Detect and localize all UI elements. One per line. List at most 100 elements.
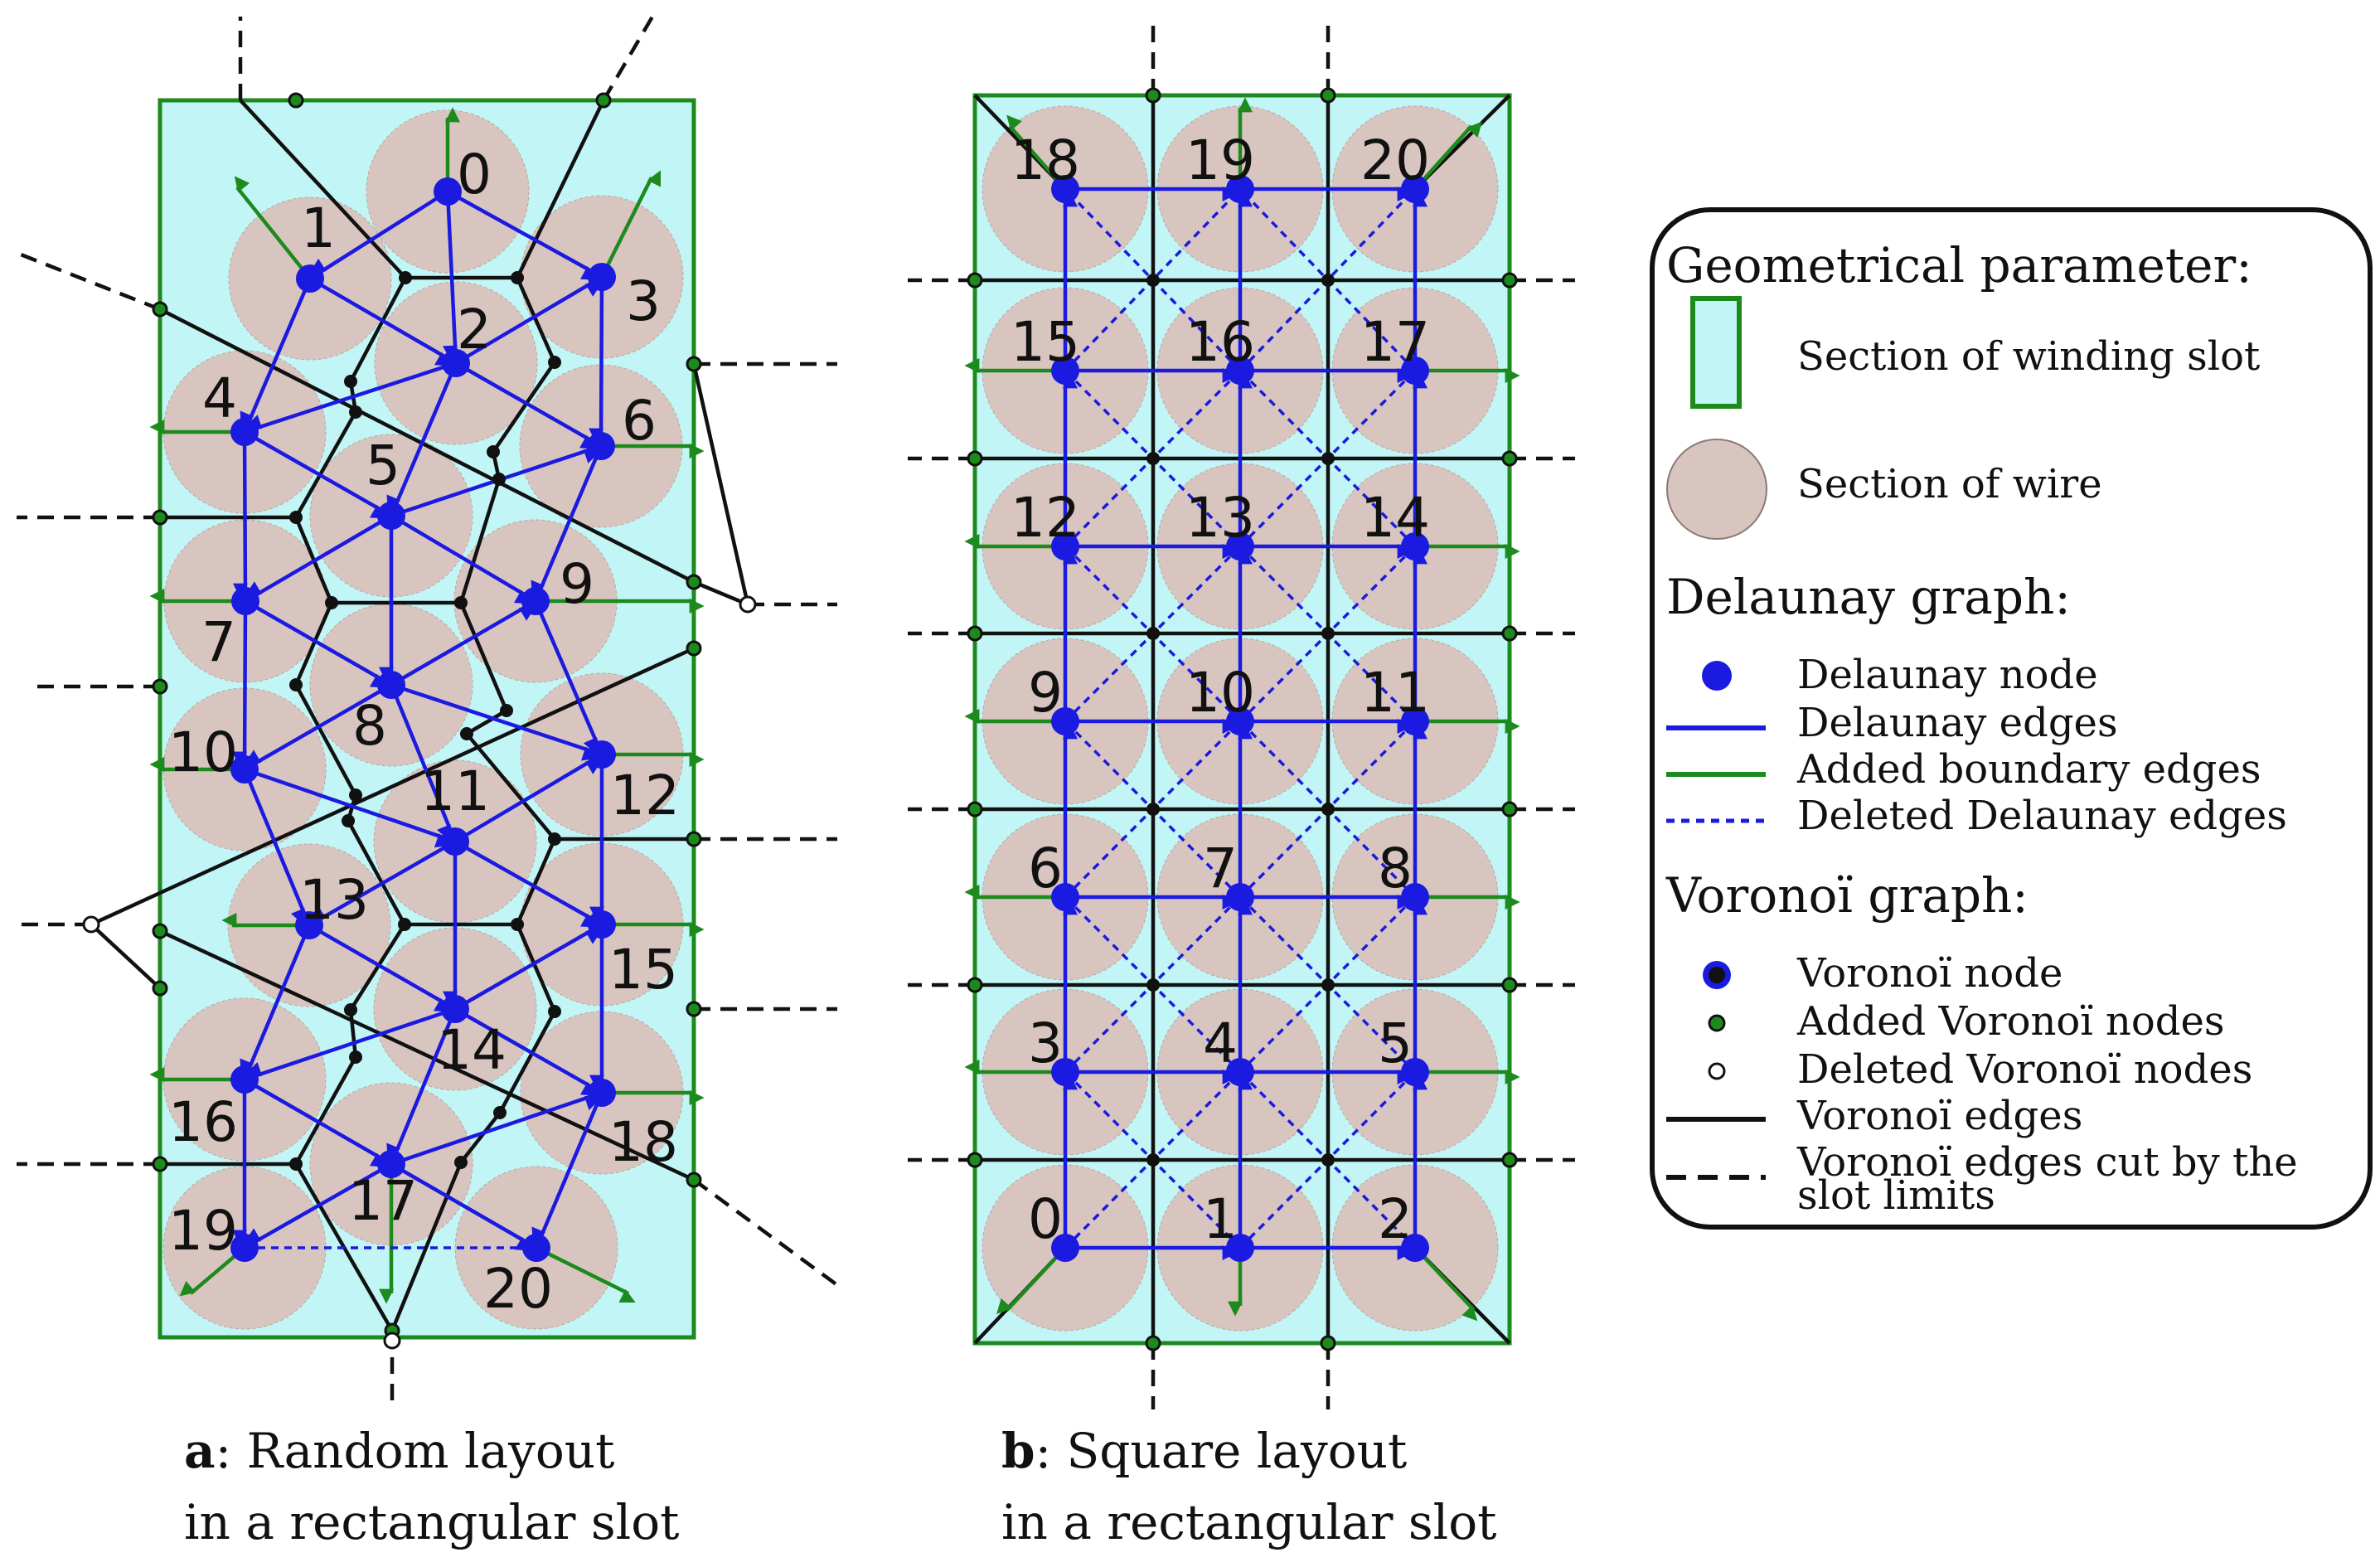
delaunay-edge <box>453 929 603 1011</box>
node-label: 7 <box>201 610 236 674</box>
voronoi-edge <box>347 819 406 926</box>
panel-a-voronoi-cut-edges <box>16 11 839 1409</box>
delaunay-node <box>230 1065 259 1094</box>
node-label: 1 <box>1203 1187 1238 1251</box>
node-label: 4 <box>202 366 237 430</box>
voronoi-node <box>349 788 362 802</box>
legend-geometrical-header: Geometrical parameter: <box>1666 237 2252 294</box>
node-label: 13 <box>299 868 369 932</box>
delaunay-edge <box>390 1162 532 1251</box>
delaunay-edge <box>390 448 600 518</box>
voronoi-node <box>1146 1153 1160 1167</box>
voronoi-edge <box>515 838 557 925</box>
panel-a-delaunay-edges <box>232 190 604 1251</box>
legend-deleted-voronoi-marker <box>1708 1062 1726 1080</box>
delaunay-node <box>1051 1234 1079 1262</box>
delaunay-edge <box>245 514 393 596</box>
voronoi-node <box>511 271 524 284</box>
node-label: 19 <box>1185 129 1255 192</box>
added-voronoi-node <box>152 923 168 939</box>
delaunay-node <box>377 671 405 699</box>
voronoi-node <box>511 918 524 931</box>
node-label: 8 <box>1378 837 1413 900</box>
voronoi-node <box>349 1050 362 1064</box>
node-label: 15 <box>1011 310 1080 374</box>
node-label: 3 <box>1028 1012 1063 1075</box>
delaunay-node <box>230 755 259 784</box>
node-label: 9 <box>560 552 594 616</box>
delaunay-edge <box>454 282 603 365</box>
legend-slot-label: Section of winding slot <box>1797 333 2260 380</box>
legend-delaunay-edges-label: Delaunay edges <box>1797 700 2118 746</box>
voronoi-node <box>548 1005 561 1018</box>
delaunay-edge <box>390 606 536 686</box>
voronoi-edge <box>465 732 556 841</box>
delaunay-node <box>377 1150 405 1178</box>
node-label: 13 <box>1185 486 1255 550</box>
added-voronoi-node <box>1320 87 1336 104</box>
voronoi-edge <box>158 307 696 585</box>
added-voronoi-node <box>686 1172 702 1188</box>
voronoi-edge <box>515 924 557 1012</box>
delaunay-edge <box>453 759 603 843</box>
delaunay-node <box>588 263 616 291</box>
voronoi-node <box>548 356 561 369</box>
boundary-edge <box>599 170 662 279</box>
voronoi-node <box>398 918 411 931</box>
delaunay-node <box>1051 883 1079 911</box>
legend-voronoi-cut-label-1: Voronoï edges cut by the <box>1796 1139 2298 1186</box>
voronoi-edge <box>458 478 502 604</box>
panel-b-delaunay-edges <box>1063 187 1428 1260</box>
added-voronoi-node <box>1501 450 1518 467</box>
delaunay-edge <box>308 924 451 1012</box>
delaunay-edge <box>243 430 387 519</box>
voronoi-edge <box>294 410 357 519</box>
delaunay-node <box>1401 1234 1429 1262</box>
added-voronoi-node <box>967 1152 983 1168</box>
voronoi-cut-edge <box>16 250 161 312</box>
voronoi-node <box>1321 627 1335 640</box>
delaunay-edge <box>453 1007 598 1096</box>
voronoi-node <box>325 596 338 609</box>
added-voronoi-node <box>152 980 168 997</box>
voronoi-node <box>454 596 468 609</box>
delaunay-edge <box>308 277 452 366</box>
voronoi-node <box>344 1003 357 1016</box>
legend: Geometrical parameter: Section of windin… <box>1650 207 2373 1230</box>
delaunay-edge <box>244 1162 393 1244</box>
voronoi-edge <box>390 1162 463 1332</box>
boundary-edge <box>234 176 312 280</box>
legend-added-voronoi-marker <box>1708 1014 1726 1032</box>
added-voronoi-node <box>1145 1335 1161 1351</box>
delaunay-edge <box>386 1008 458 1160</box>
voronoi-edge <box>294 1055 357 1166</box>
voronoi-node <box>454 1156 468 1169</box>
legend-box <box>1650 207 2373 1230</box>
delaunay-node <box>1226 1234 1254 1262</box>
delaunay-node <box>1051 1058 1079 1086</box>
voronoi-node <box>492 473 506 486</box>
voronoi-node <box>500 704 513 717</box>
delaunay-node <box>434 177 462 206</box>
node-label: 5 <box>366 434 400 497</box>
voronoi-edge <box>293 602 334 686</box>
delaunay-node <box>1226 883 1254 911</box>
voronoi-node <box>1146 803 1160 816</box>
node-label: 15 <box>608 938 678 1002</box>
added-voronoi-node <box>1320 1335 1336 1351</box>
delaunay-edge <box>308 840 457 920</box>
added-voronoi-node <box>967 625 983 642</box>
delaunay-node <box>1226 357 1254 385</box>
voronoi-edge <box>693 580 749 607</box>
legend-voronoi-cut-label-2: slot limits <box>1797 1172 1995 1219</box>
delaunay-node <box>230 1234 259 1262</box>
delaunay-node <box>521 587 550 615</box>
legend-delaunay-node-marker <box>1702 661 1732 691</box>
delaunay-node <box>1051 357 1079 385</box>
voronoi-node <box>399 271 412 284</box>
node-label: 18 <box>608 1110 678 1174</box>
panel-a-voronoi-nodes <box>82 92 757 1350</box>
voronoi-edge <box>239 99 407 279</box>
added-voronoi-node <box>967 977 983 993</box>
